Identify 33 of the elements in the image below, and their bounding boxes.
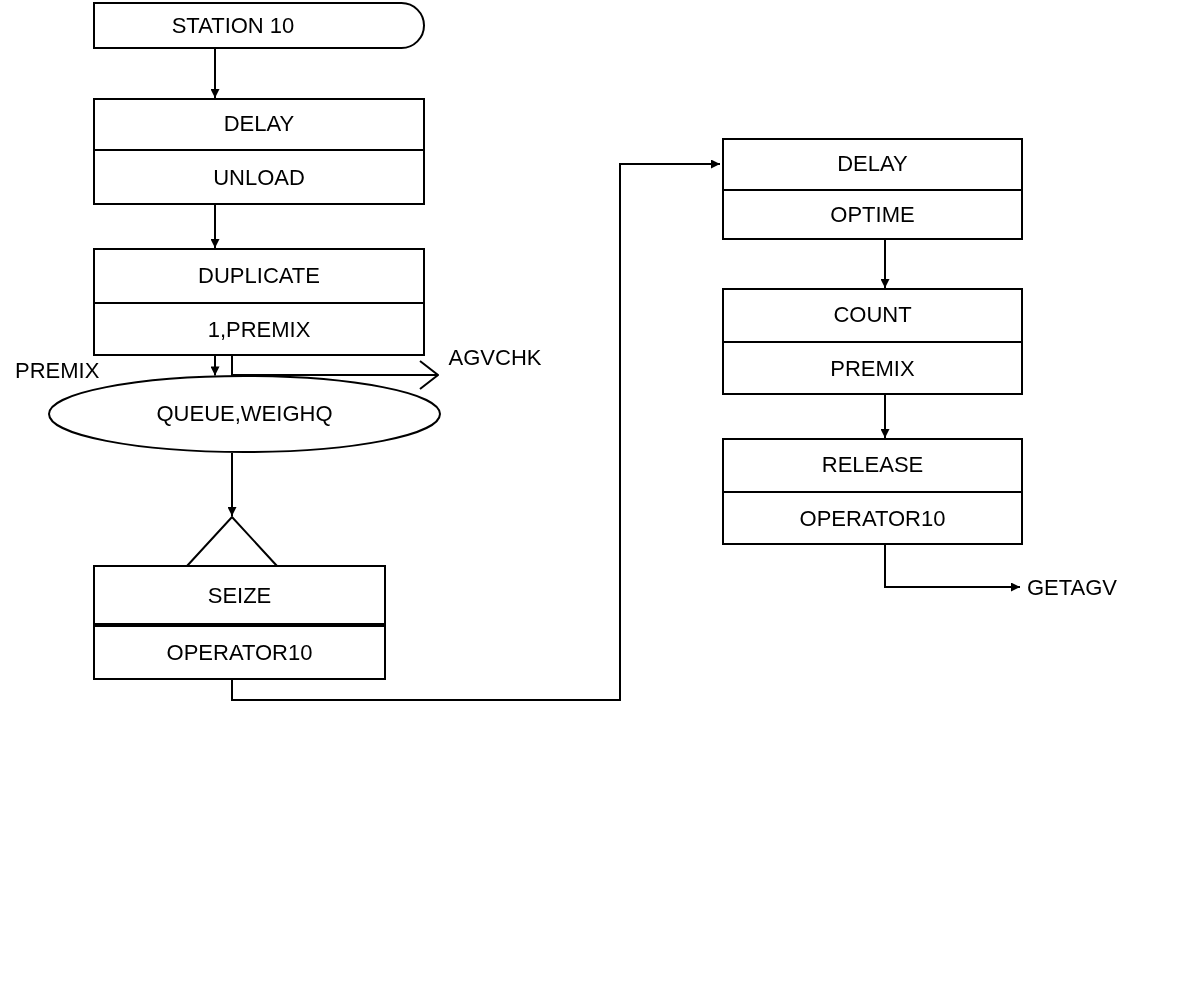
process-block (93, 248, 425, 356)
process-block (722, 138, 1023, 240)
block-label: STATION 10 (170, 11, 296, 40)
arrow (210, 355, 220, 377)
arrow (884, 544, 1021, 592)
block-label: 1,PREMIX (206, 315, 312, 344)
process-block (93, 98, 425, 205)
block-label: PREMIX (829, 354, 916, 383)
block-label: UNLOAD (212, 163, 306, 192)
arrow (231, 159, 721, 701)
station-block (93, 2, 425, 49)
block-label: DELAY (222, 110, 296, 138)
block-label: QUEUE,WEIGHQ (155, 400, 334, 428)
beside-label: PREMIX (15, 358, 100, 384)
block-label: RELEASE (820, 451, 925, 479)
block-label: OPERATOR10 (798, 504, 947, 533)
seize-block (93, 516, 386, 680)
arrow (231, 355, 439, 390)
block-label: DUPLICATE (197, 261, 321, 290)
arrow (210, 204, 220, 249)
block-label: SEIZE (206, 581, 273, 610)
arrow (880, 394, 890, 439)
block-label: AGVCHK (447, 343, 543, 372)
block-label: COUNT (832, 301, 913, 329)
process-block (722, 288, 1023, 395)
block-label: DELAY (836, 150, 909, 178)
block-label: GETAGV (1025, 574, 1119, 602)
arrow (880, 239, 890, 289)
block-label: OPTIME (829, 201, 916, 229)
block-label: OPERATOR10 (165, 638, 314, 667)
process-block (722, 438, 1023, 545)
arrow (210, 48, 220, 99)
arrow (227, 451, 237, 517)
